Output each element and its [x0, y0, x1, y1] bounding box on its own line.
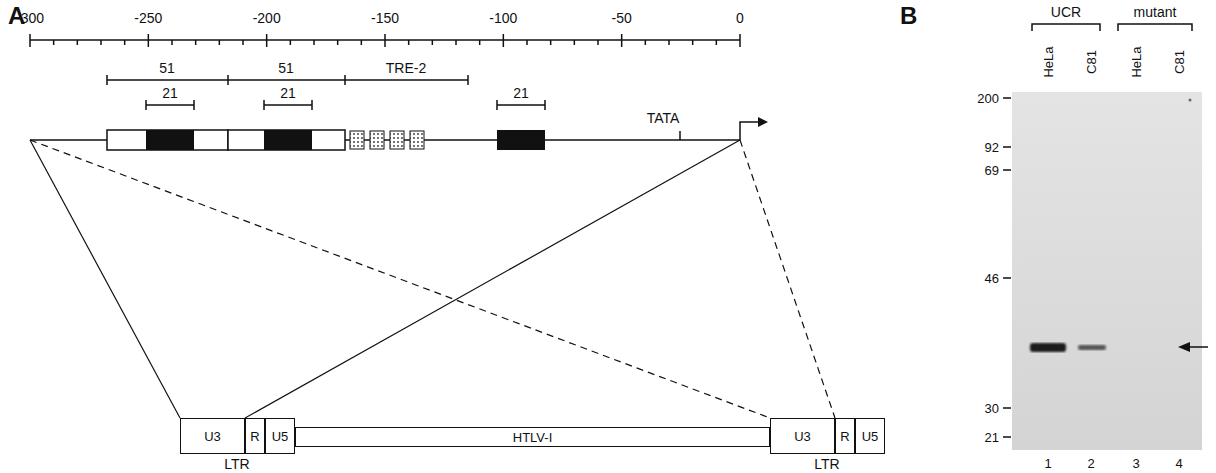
ruler-tick — [361, 40, 363, 45]
tata-box-label: TATA — [647, 111, 680, 125]
ruler-tick — [124, 40, 126, 45]
scale-number: -50 — [612, 11, 632, 25]
ruler-tick — [100, 40, 102, 45]
ruler-tick — [242, 40, 244, 45]
ltr-segment-box: U3 — [770, 418, 835, 454]
repeat-length: 21 — [513, 86, 529, 100]
size-marker: 30 — [985, 402, 999, 415]
lane-label: C81 — [1173, 50, 1186, 74]
size-marker: 92 — [985, 141, 999, 154]
ruler-tick — [574, 40, 576, 45]
repeat-length: 51 — [159, 61, 175, 75]
panel-letter: B — [900, 4, 917, 28]
lane-number: 3 — [1132, 457, 1139, 470]
ltr-segment-box: U5 — [855, 418, 885, 454]
size-marker: 69 — [985, 164, 999, 177]
lane-label: HeLa — [1130, 46, 1143, 77]
segment-label: U3 — [794, 430, 811, 443]
ruler-tick — [597, 40, 599, 45]
lane-group-label: UCR — [1051, 5, 1081, 19]
ruler-tick — [77, 40, 79, 45]
lane-label: HeLa — [1042, 46, 1055, 77]
scale-number: -250 — [134, 11, 162, 25]
scale-number: -200 — [253, 11, 281, 25]
ruler-tick — [739, 34, 741, 47]
lane-label: C81 — [1085, 50, 1098, 74]
scale-number: 0 — [736, 11, 744, 25]
lane-number: 4 — [1175, 457, 1182, 470]
gel-image — [1012, 92, 1202, 450]
leader-line — [30, 140, 770, 418]
band-arrow — [1178, 342, 1190, 352]
repeat-length: 51 — [278, 61, 294, 75]
repeat-length: 21 — [280, 86, 296, 100]
scale-number: -300 — [16, 11, 44, 25]
segment-label: HTLV-I — [513, 431, 553, 444]
segment-label: U3 — [204, 430, 221, 443]
segment-label: U5 — [862, 430, 879, 443]
ruler-tick — [479, 40, 481, 45]
leader-line — [30, 140, 180, 418]
provirus-body: HTLV-I — [295, 427, 770, 447]
ltr-segment-box: U5 — [265, 418, 295, 454]
ruler-tick — [455, 40, 457, 45]
ltr-segment-box: R — [245, 418, 265, 454]
ruler-tick — [550, 40, 552, 45]
ruler-tick — [266, 34, 268, 47]
size-marker: 21 — [985, 431, 999, 444]
ruler-tick — [432, 40, 434, 45]
ruler-tick — [408, 40, 410, 45]
leader-lines — [30, 140, 835, 418]
scale-ruler — [30, 34, 740, 47]
ltr-segment-box: R — [835, 418, 855, 454]
ruler-tick — [668, 40, 670, 45]
element-name: TRE-2 — [386, 61, 426, 75]
ruler-tick — [171, 40, 173, 45]
gel-marks — [1003, 24, 1208, 437]
ruler-tick — [29, 34, 31, 47]
size-marker: 200 — [977, 92, 999, 105]
leader-line — [245, 140, 740, 418]
repeat-length: 21 — [162, 86, 178, 100]
ruler-tick — [692, 40, 694, 45]
ruler-tick — [503, 34, 505, 47]
scale-number: -100 — [489, 11, 517, 25]
ruler-tick — [219, 40, 221, 45]
ruler-tick — [290, 40, 292, 45]
ltr-segment-box: U3 — [180, 418, 245, 454]
segment-label: U5 — [272, 430, 289, 443]
ruler-tick — [384, 34, 386, 47]
leader-line — [740, 140, 835, 418]
ruler-tick — [337, 40, 339, 45]
ruler-tick — [716, 40, 718, 45]
ruler-tick — [148, 34, 150, 47]
lane-number: 1 — [1044, 457, 1051, 470]
ruler-tick — [645, 40, 647, 45]
segment-label: R — [250, 430, 259, 443]
ltr-label: LTR — [814, 457, 839, 471]
size-marker: 46 — [985, 272, 999, 285]
lane-group-label: mutant — [1134, 5, 1177, 19]
segment-label: R — [840, 430, 849, 443]
lane-number: 2 — [1087, 457, 1094, 470]
scale-number: -150 — [371, 11, 399, 25]
ruler-tick — [195, 40, 197, 45]
repeat-brackets — [107, 75, 545, 110]
ruler-tick — [53, 40, 55, 45]
ruler-tick — [621, 34, 623, 47]
ruler-tick — [313, 40, 315, 45]
ltr-label: LTR — [224, 457, 249, 471]
ruler-tick — [526, 40, 528, 45]
